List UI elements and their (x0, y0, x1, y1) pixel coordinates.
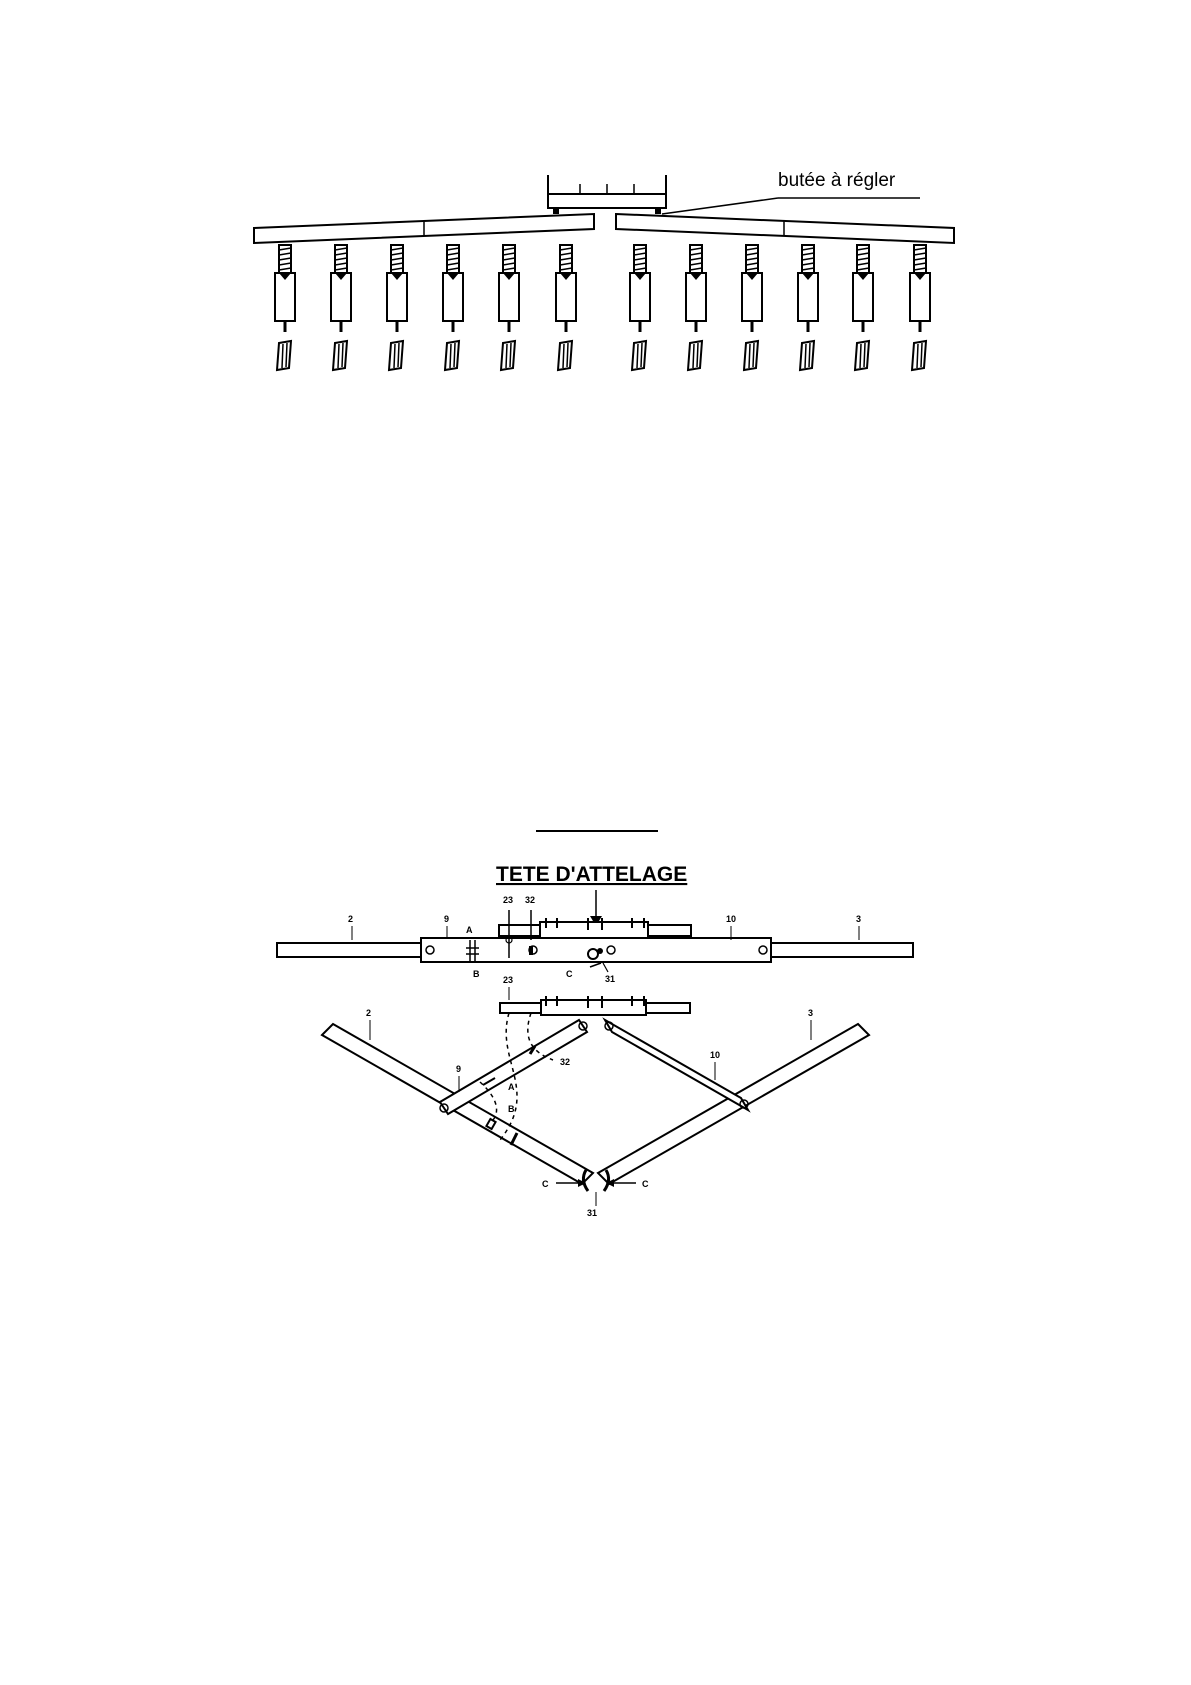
tine (387, 245, 407, 370)
label-31: 31 (587, 1208, 597, 1218)
hitch-bracket (548, 175, 666, 214)
tine (443, 245, 463, 370)
tine-row (275, 245, 930, 370)
label-10: 10 (726, 914, 736, 924)
tine (556, 245, 576, 370)
label-31: 31 (605, 974, 615, 984)
adjustable-stop-callout: butée à régler (778, 170, 896, 191)
label-C: C (566, 969, 573, 979)
label-C-left: C (542, 1179, 549, 1189)
label-B: B (508, 1104, 515, 1114)
label-2: 2 (366, 1008, 371, 1018)
label-23: 23 (503, 975, 513, 985)
right-frame-beam (616, 214, 954, 243)
callout-leader-line (662, 198, 778, 214)
folded-position-view: 2 9 A B 23 32 10 3 C 31 (277, 890, 913, 984)
tine (499, 245, 519, 370)
tine (798, 245, 818, 370)
hitch-head-figure: TETE D'ATTELAGE (277, 831, 913, 1218)
label-32: 32 (525, 895, 535, 905)
tine (853, 245, 873, 370)
label-9: 9 (456, 1064, 461, 1074)
label-A: A (466, 925, 473, 935)
label-9: 9 (444, 914, 449, 924)
tine (742, 245, 762, 370)
tine (331, 245, 351, 370)
tine (275, 245, 295, 370)
label-B: B (473, 969, 480, 979)
label-2: 2 (348, 914, 353, 924)
label-C-right: C (642, 1179, 649, 1189)
label-23: 23 (503, 895, 513, 905)
label-32: 32 (560, 1057, 570, 1067)
figure-title: TETE D'ATTELAGE (496, 863, 687, 886)
label-10: 10 (710, 1050, 720, 1060)
label-A: A (508, 1082, 515, 1092)
unfolded-position-view: 2 9 A B 23 32 10 3 C C 31 (322, 975, 869, 1218)
tine (630, 245, 650, 370)
tine (686, 245, 706, 370)
cultivator-frame-figure: butée à régler (254, 170, 954, 370)
tine (910, 245, 930, 370)
label-3: 3 (808, 1008, 813, 1018)
label-3: 3 (856, 914, 861, 924)
